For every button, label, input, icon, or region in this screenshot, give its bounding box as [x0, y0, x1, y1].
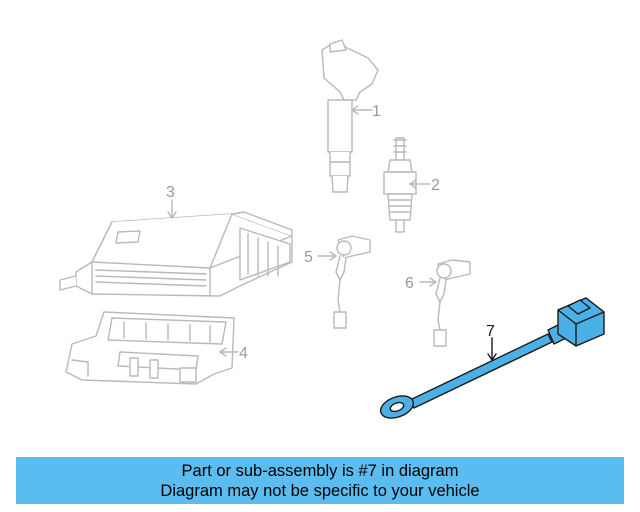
- part-1-ignition-coil[interactable]: [321, 39, 379, 193]
- callout-5: 5: [304, 249, 313, 266]
- callout-7: 7: [486, 323, 495, 340]
- part-5-sensor[interactable]: [317, 235, 371, 329]
- banner-line-1: Part or sub-assembly is #7 in diagram: [181, 461, 459, 480]
- part-2-spark-plug[interactable]: [383, 137, 431, 233]
- callout-3: 3: [166, 184, 175, 201]
- callout-4: 4: [239, 345, 248, 362]
- callout-6: 6: [405, 275, 414, 292]
- info-banner: Part or sub-assembly is #7 in diagram Di…: [16, 457, 624, 504]
- part-4-ecm-bracket[interactable]: [65, 311, 239, 385]
- part-3-engine-control-module[interactable]: [59, 199, 293, 297]
- part-7-knock-sensor[interactable]: [378, 297, 605, 422]
- banner-line-2: Diagram may not be specific to your vehi…: [160, 481, 480, 500]
- parts-diagram: 1 2 3: [59, 39, 605, 422]
- callout-1: 1: [372, 103, 381, 120]
- part-6-sensor[interactable]: [419, 259, 471, 347]
- callout-2: 2: [431, 177, 440, 194]
